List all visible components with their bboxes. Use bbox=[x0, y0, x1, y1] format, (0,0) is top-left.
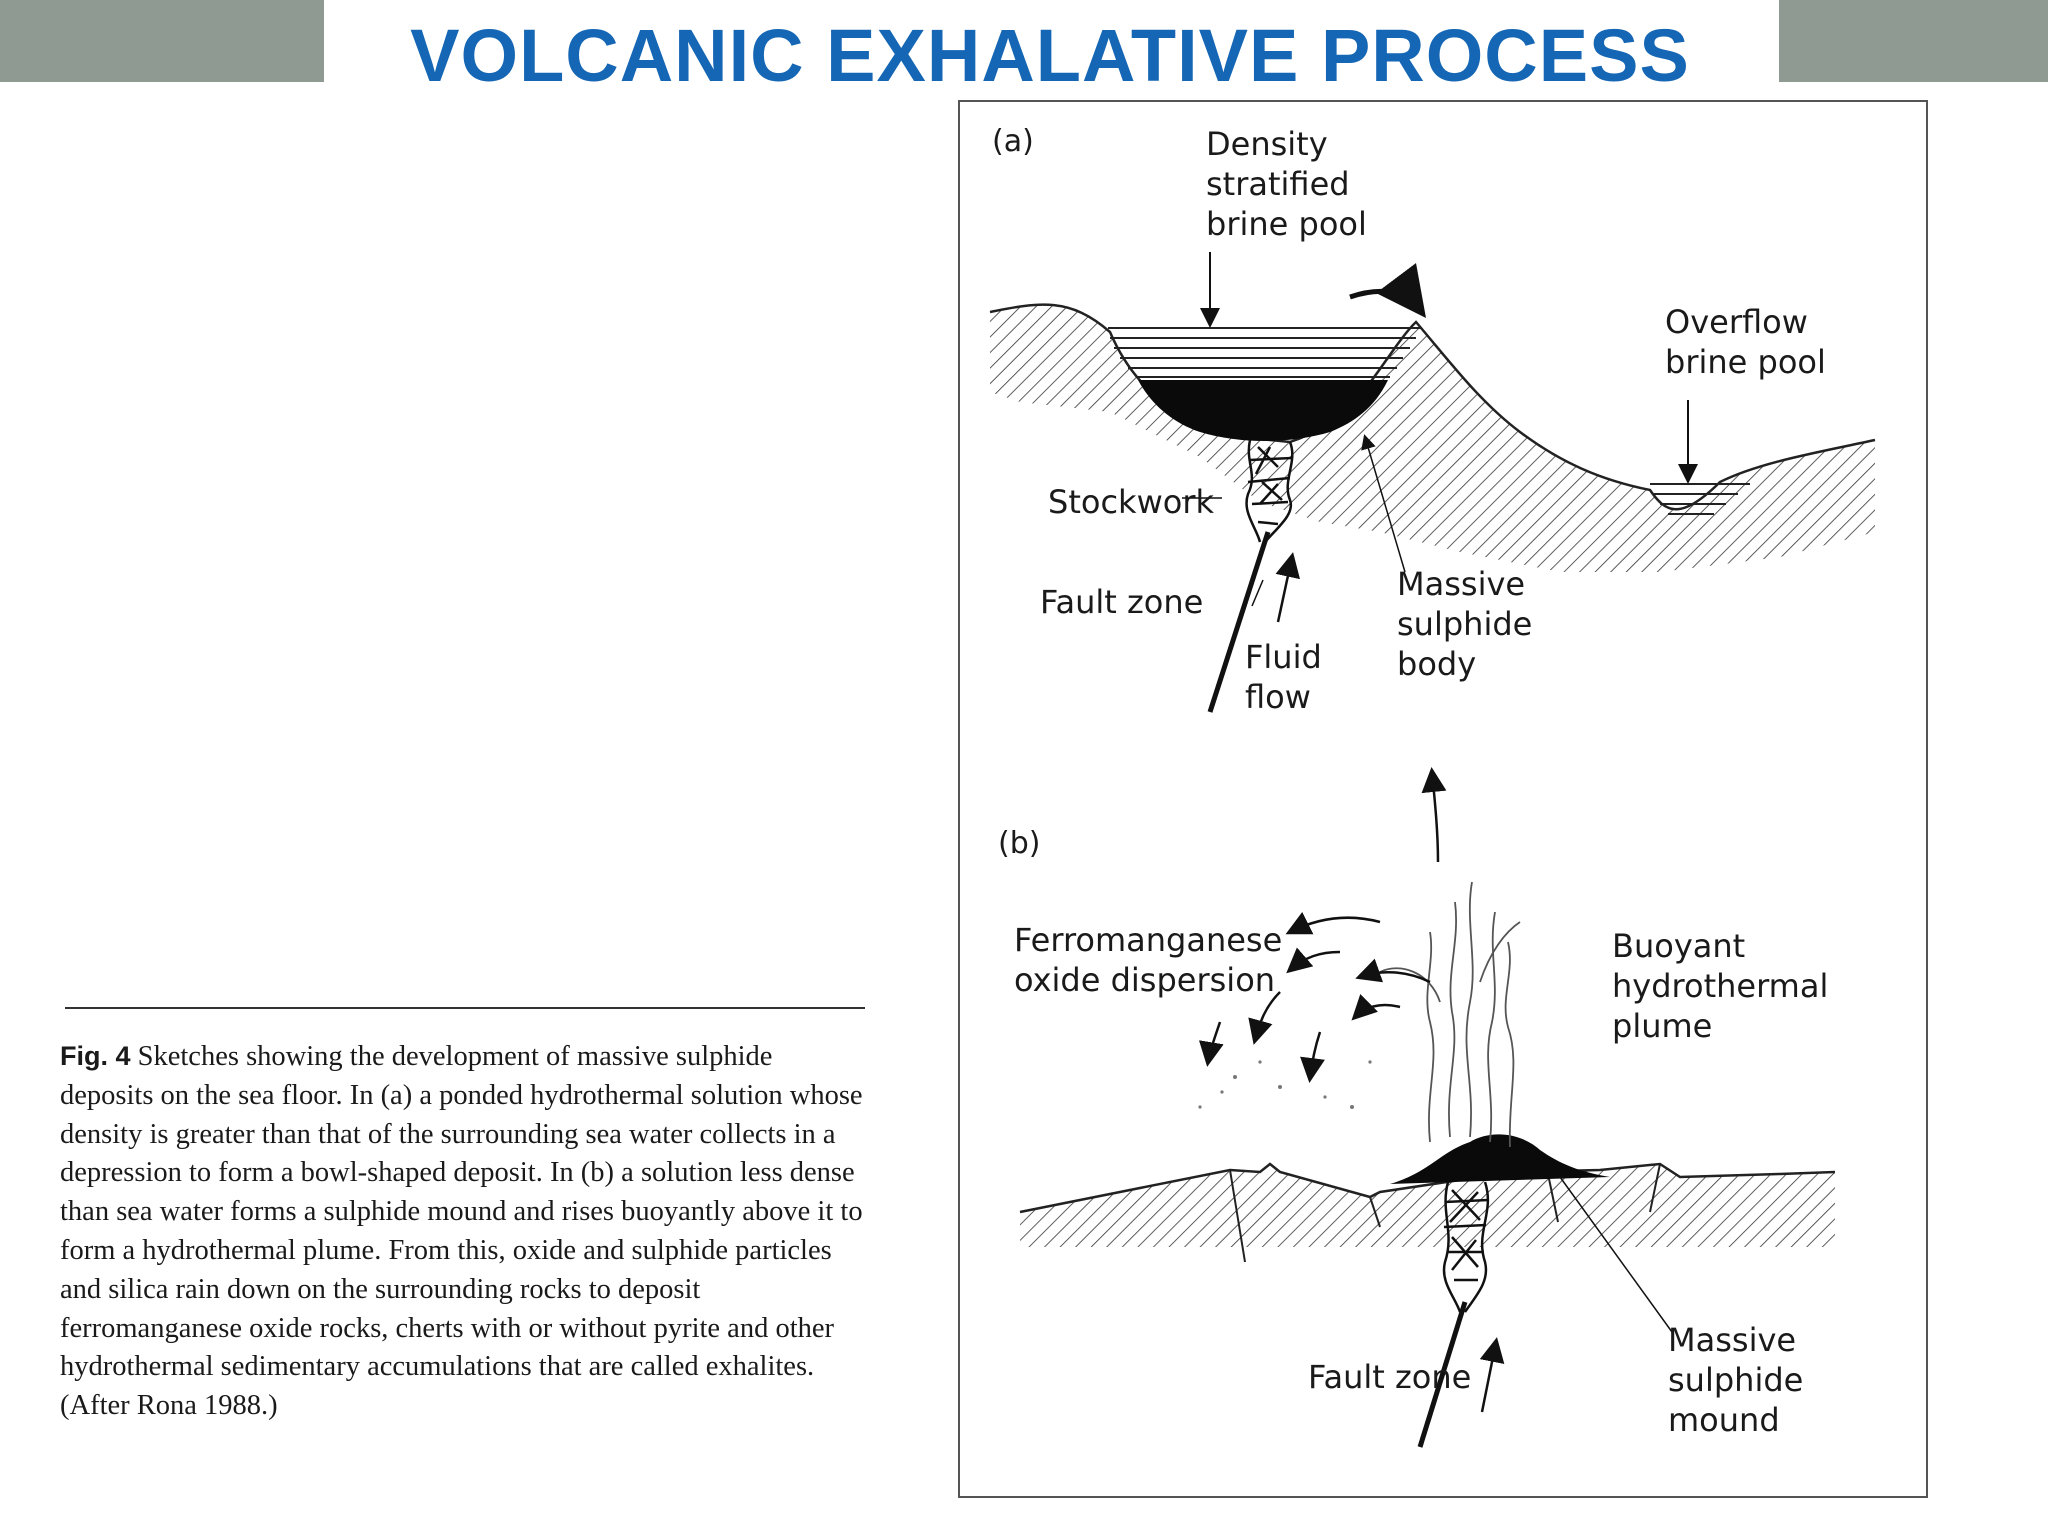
sulphide-body bbox=[1138, 380, 1388, 441]
figure-number: Fig. 4 bbox=[60, 1041, 131, 1071]
plume-wisps bbox=[1379, 881, 1521, 1148]
fault-line-b bbox=[1417, 1301, 1468, 1448]
figure-panel: (a) Density stratified brine pool Overfl… bbox=[958, 100, 1928, 1498]
overflow-pool-layers bbox=[1650, 483, 1750, 515]
label-fluid-flow: Fluid flow bbox=[1245, 638, 1322, 716]
fluid-flow-arrow bbox=[1275, 552, 1301, 623]
brine-layers bbox=[1108, 327, 1422, 378]
label-stockwork: Stockwork bbox=[1048, 483, 1214, 521]
caption-divider bbox=[65, 1007, 865, 1009]
sea-floor-diagram bbox=[989, 252, 1876, 1448]
stockwork-veins-b bbox=[1442, 1181, 1490, 1313]
overflow-arrow bbox=[1349, 263, 1427, 318]
header-bar-left bbox=[0, 0, 324, 82]
label-ferromanganese: Ferromanganese oxide dispersion bbox=[1014, 921, 1283, 999]
rain-dots bbox=[1198, 1060, 1372, 1109]
panel-a-tag: (a) bbox=[992, 124, 1034, 159]
label-fault-zone-a: Fault zone bbox=[1040, 583, 1204, 621]
figure-caption: Fig. 4 Sketches showing the development … bbox=[60, 1037, 870, 1426]
slide-title: VOLCANIC EXHALATIVE PROCESS bbox=[410, 14, 1690, 97]
panel-a-drawing bbox=[989, 252, 1876, 802]
dispersion-arrows bbox=[1198, 767, 1447, 1083]
label-massive-sulphide-body: Massive sulphide body bbox=[1397, 565, 1533, 683]
fault-line-a bbox=[1207, 531, 1271, 713]
ground-line-b bbox=[1019, 1162, 1836, 1214]
label-overflow-brine-pool: Overflow brine pool bbox=[1665, 303, 1826, 381]
label-buoyant-plume: Buoyant hydrothermal plume bbox=[1612, 927, 1829, 1045]
panel-b-tag: (b) bbox=[998, 826, 1041, 861]
stockwork-veins bbox=[1245, 439, 1294, 543]
caption-text: Sketches showing the development of mass… bbox=[60, 1041, 863, 1422]
rock-hatch-b bbox=[1020, 1164, 1835, 1252]
label-density-brine-pool: Density stratified brine pool bbox=[1206, 125, 1367, 243]
label-massive-sulphide-mound: Massive sulphide mound bbox=[1668, 1321, 1804, 1439]
header-bar-right bbox=[1779, 0, 2048, 82]
label-fault-zone-b: Fault zone bbox=[1308, 1358, 1472, 1396]
panel-b-drawing bbox=[1019, 767, 1836, 1448]
sulphide-mound bbox=[1390, 1134, 1610, 1184]
